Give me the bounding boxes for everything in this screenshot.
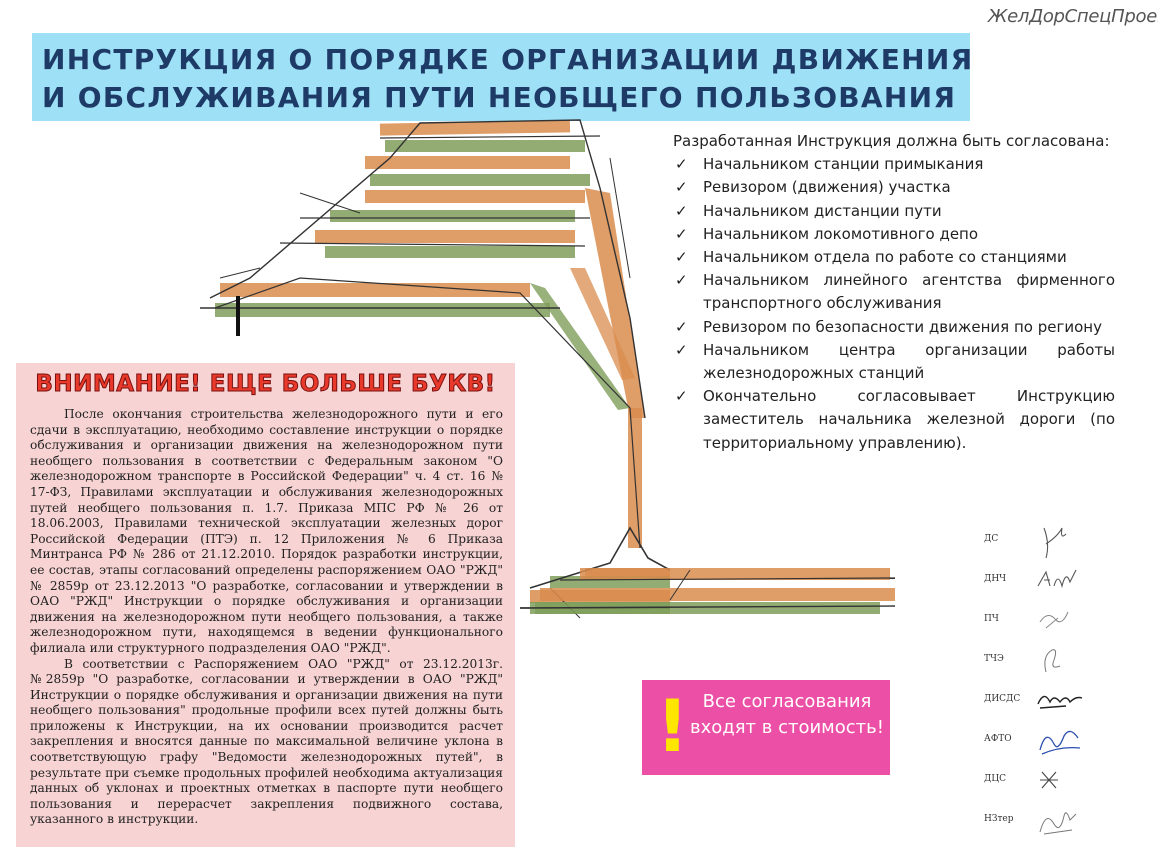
signature-row: ДЦС <box>984 764 1144 794</box>
track-outline <box>609 157 631 279</box>
track-outline <box>559 577 896 581</box>
track-outline <box>219 267 261 279</box>
approval-item-text: Начальником линейного агентства фирменно… <box>703 271 1115 313</box>
attention-title: ВНИМАНИЕ! ЕЩЕ БОЛЬШЕ БУКВ! <box>35 371 496 398</box>
promo-badge: ! Все согласования входят в стоимость! <box>642 680 890 775</box>
track-band <box>585 188 645 418</box>
attention-paragraph-1: После окончания строительства железнодор… <box>30 407 503 655</box>
signature-label: ТЧЭ <box>984 654 1004 664</box>
signature-icon <box>1037 695 1083 709</box>
signature-label: ПЧ <box>984 614 999 624</box>
checkmark-icon: ✓ <box>675 248 688 267</box>
signature-row: НЗтер <box>984 804 1144 835</box>
track-band <box>530 602 880 614</box>
track-band <box>530 283 630 410</box>
page-title-line-1: ИНСТРУКЦИЯ О ПОРЯДКЕ ОРГАНИЗАЦИИ ДВИЖЕНИ… <box>42 43 974 76</box>
signature-icon <box>1039 611 1069 629</box>
approval-item: ✓ Окончательно согласовывает Инструкцию з… <box>673 385 1115 455</box>
approval-item: ✓ Начальником локомотивного депо <box>673 223 1115 246</box>
signature-label: ДНЧ <box>984 574 1007 584</box>
approval-item-text: Начальником локомотивного депо <box>703 224 979 243</box>
attention-body: После окончания строительства железнодор… <box>30 407 503 828</box>
track-outline <box>279 242 586 247</box>
track-band <box>540 588 895 601</box>
track-outline <box>520 605 896 609</box>
approval-item: ✓ Начальником центра организации работы ж… <box>673 339 1115 385</box>
approval-item: ✓ Ревизором (движения) участка <box>673 176 1115 199</box>
signature-label: АФТО <box>984 734 1012 744</box>
signature-icon <box>1040 771 1058 789</box>
track-band <box>325 246 575 258</box>
approval-item-text: Начальником станции примыкания <box>703 155 984 174</box>
checkmark-icon: ✓ <box>675 387 688 406</box>
company-logo: ЖелДорСпецПроект <box>988 6 1158 27</box>
signature-row: ДИСДС <box>984 684 1144 714</box>
signature-icon <box>1037 569 1077 589</box>
checkmark-icon: ✓ <box>675 224 688 243</box>
approval-section: Разработанная Инструкция должна быть сог… <box>673 130 1115 455</box>
track-band <box>220 283 530 297</box>
title-banner: ИНСТРУКЦИЯ О ПОРЯДКЕ ОРГАНИЗАЦИИ ДВИЖЕНИ… <box>32 33 972 121</box>
signature-icon <box>1039 812 1077 835</box>
upper-fan-tracks <box>200 119 646 549</box>
checkmark-icon: ✓ <box>675 271 688 290</box>
track-band <box>365 156 570 169</box>
checkmark-icon: ✓ <box>675 340 688 359</box>
track-band <box>385 140 585 152</box>
attention-box: ВНИМАНИЕ! ЕЩЕ БОЛЬШЕ БУКВ! После окончан… <box>16 363 515 847</box>
lower-track-extension <box>520 568 896 614</box>
track-band <box>330 210 575 222</box>
signature-row: ПЧ <box>984 604 1144 634</box>
signature-list: ДС ДНЧ ПЧ ТЧЭ ДИСДС АФТО ДЦС НЗтер <box>984 520 1144 840</box>
approval-list: ✓ Начальником станции примыкания ✓ Ревизор… <box>673 153 1115 455</box>
track-outline <box>214 277 641 549</box>
signature-row: ТЧЭ <box>984 644 1144 674</box>
track-outline <box>669 569 691 601</box>
exclamation-icon: ! <box>656 684 689 768</box>
promo-text: Все согласования входят в стоимость! <box>690 691 884 738</box>
signature-row: АФТО <box>984 724 1144 755</box>
signature-label: ДЦС <box>984 774 1007 784</box>
track-band <box>365 190 585 203</box>
signature-icon <box>1039 730 1081 755</box>
signature-icon <box>1043 527 1067 559</box>
signature-label: ДС <box>984 534 999 544</box>
signature-label: ДИСДС <box>984 694 1021 704</box>
track-band <box>215 303 550 317</box>
signature-label: НЗтер <box>984 814 1014 824</box>
signature-icon <box>1044 649 1061 673</box>
page-title-line-2: И ОБСЛУЖИВАНИЯ ПУТИ НЕОБЩЕГО ПОЛЬЗОВАНИЯ <box>42 81 957 114</box>
approval-item-text: Начальником отдела по работе со станциям… <box>703 248 1067 267</box>
approval-item: ✓ Ревизором по безопасности движения по р… <box>673 316 1115 339</box>
approval-item: ✓ Начальником отдела по работе со станция… <box>673 246 1115 269</box>
track-band <box>379 120 571 136</box>
approval-item: ✓ Начальником линейного агентства фирменн… <box>673 269 1115 315</box>
attention-paragraph-2: В соответствии с Распоряжением ОАО "РЖД"… <box>30 656 503 827</box>
approval-item-text: Ревизором (движения) участка <box>703 178 951 197</box>
approval-item: ✓ Начальником станции примыкания <box>673 153 1115 176</box>
approval-item-text: Ревизором по безопасности движения по ре… <box>703 317 1102 336</box>
signature-row: ДНЧ <box>984 564 1144 594</box>
approval-intro: Разработанная Инструкция должна быть сог… <box>673 132 1110 150</box>
approval-item: ✓ Начальником дистанции пути <box>673 200 1115 223</box>
track-outline <box>209 119 646 419</box>
signature-row: ДС <box>984 524 1144 559</box>
track-band <box>370 174 590 186</box>
track-outline <box>299 192 361 214</box>
track-outline <box>379 135 601 139</box>
track-band <box>570 268 635 380</box>
track-band <box>315 230 575 243</box>
approval-item-text: Окончательно согласовывает Инструкцию за… <box>703 387 1115 452</box>
checkmark-icon: ✓ <box>675 155 688 174</box>
track-band <box>580 568 890 580</box>
checkmark-icon: ✓ <box>675 317 688 336</box>
approval-item-text: Начальником центра организации работы же… <box>703 340 1115 383</box>
checkmark-icon: ✓ <box>675 201 688 220</box>
track-schematic-illustration <box>200 119 670 619</box>
approval-item-text: Начальником дистанции пути <box>703 201 942 220</box>
checkmark-icon: ✓ <box>675 178 688 197</box>
